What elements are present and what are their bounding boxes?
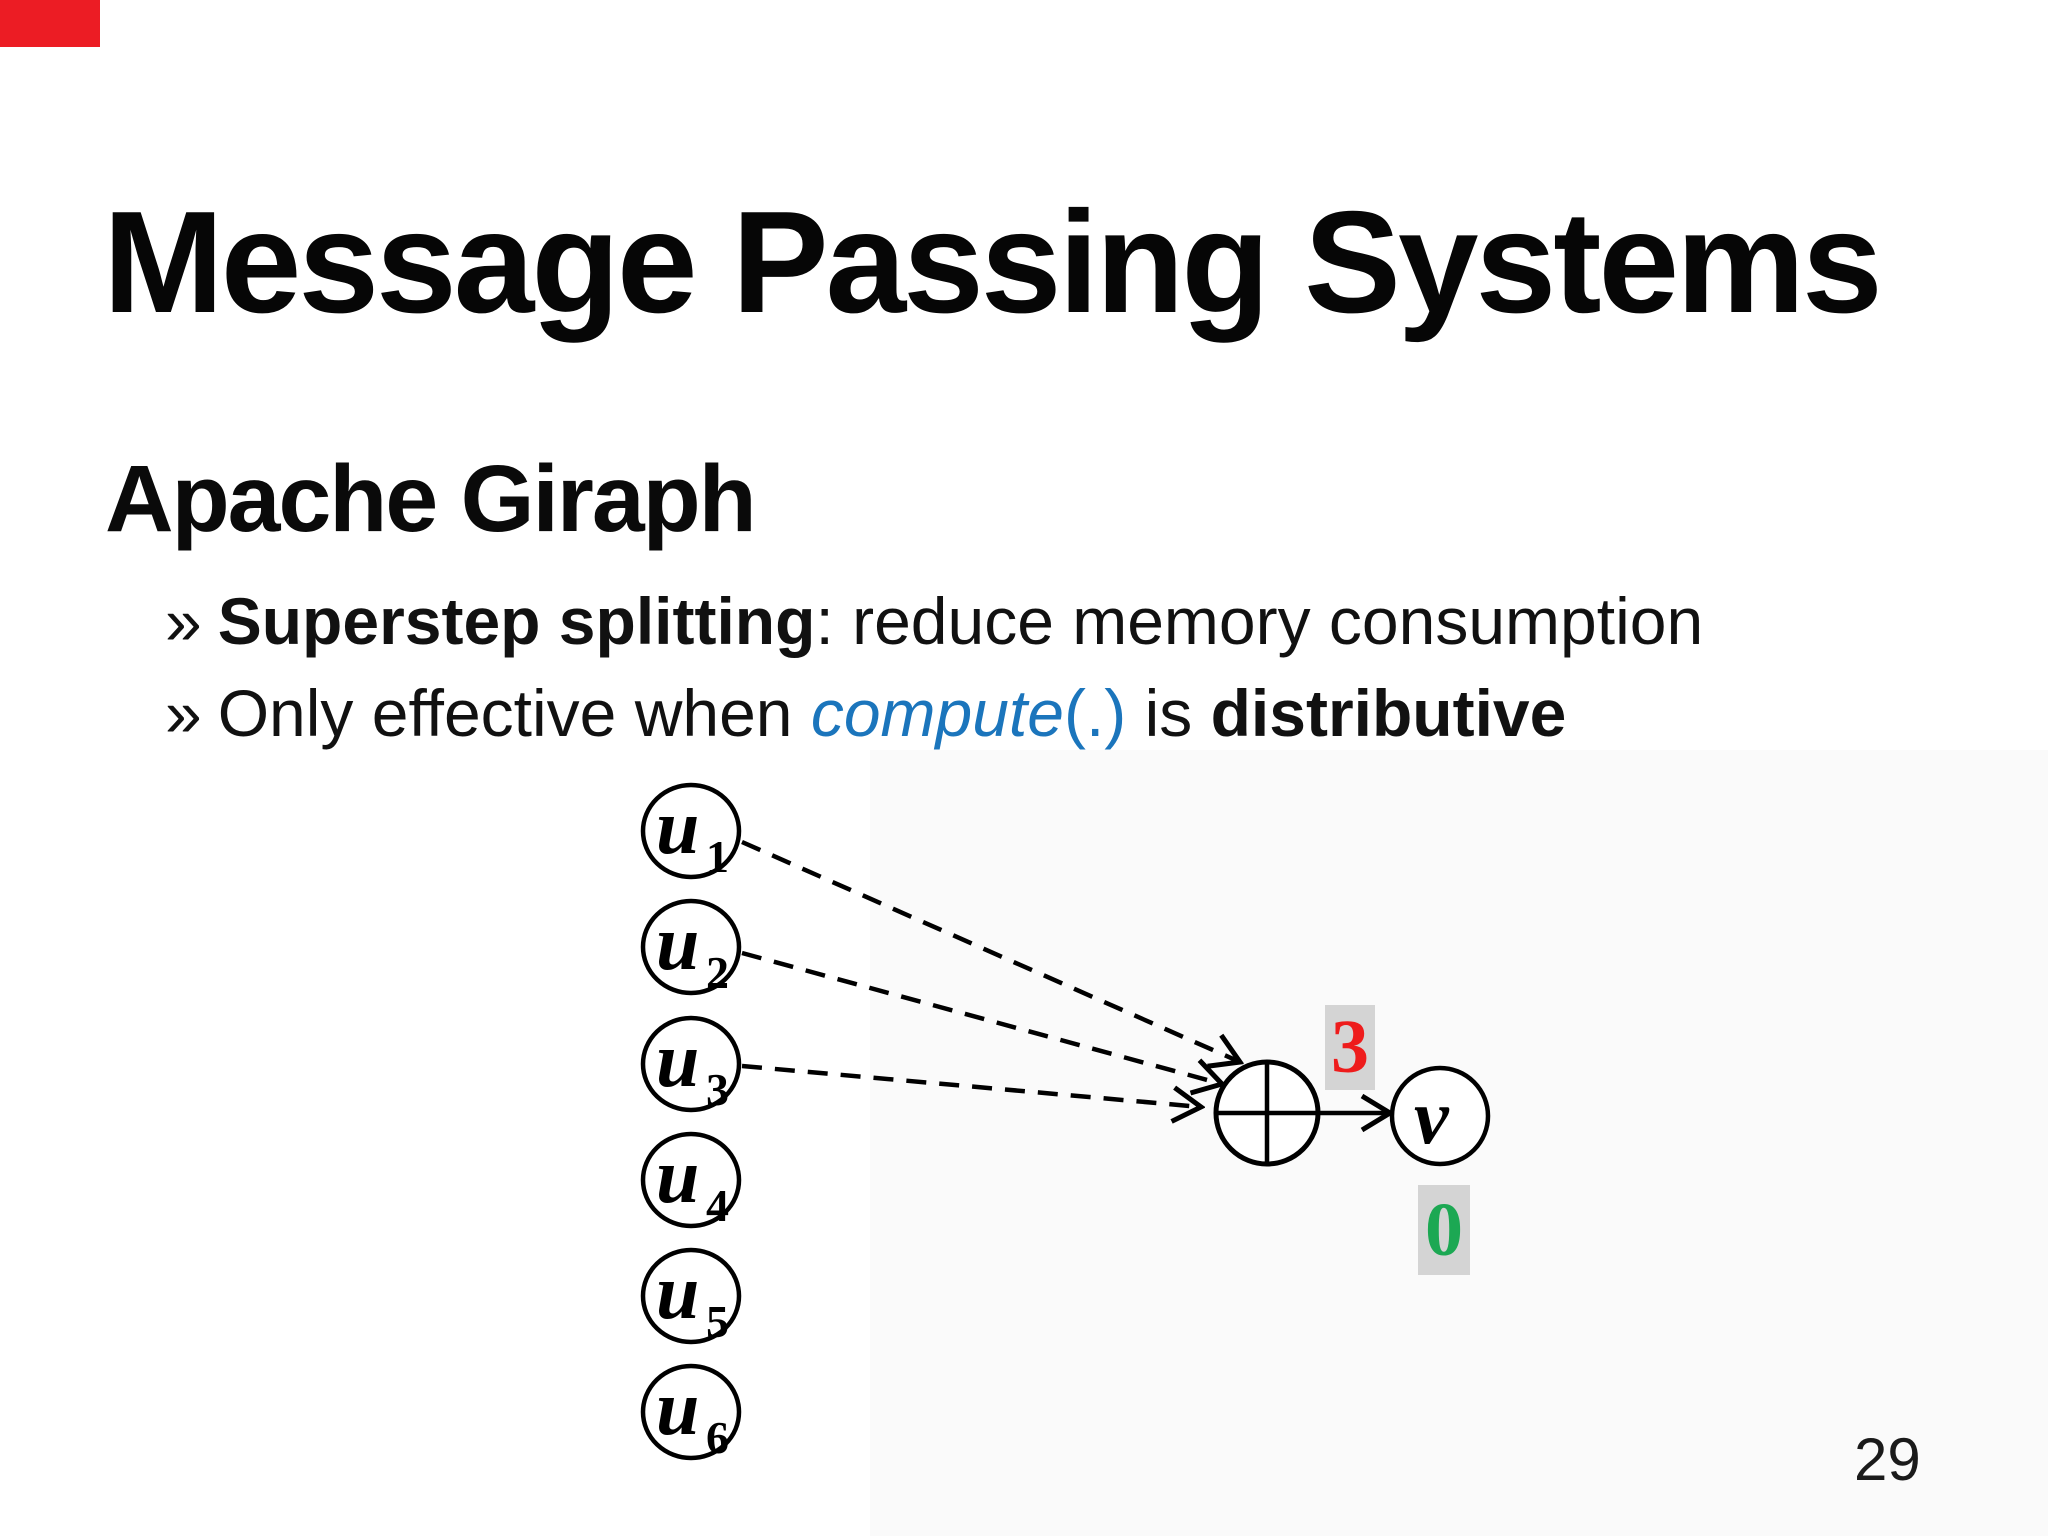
- svg-text:u: u: [656, 1132, 699, 1219]
- svg-text:6: 6: [706, 1412, 729, 1463]
- bullet-pre: Only effective when: [217, 676, 811, 750]
- node-u1: u 1: [640, 782, 742, 882]
- svg-text:3: 3: [1331, 1005, 1369, 1089]
- svg-text:3: 3: [706, 1064, 729, 1115]
- node-u6: u 6: [640, 1363, 742, 1463]
- compute-paren: (.): [1063, 676, 1127, 750]
- svg-text:2: 2: [706, 947, 729, 998]
- node-v: v: [1389, 1065, 1491, 1167]
- svg-text:5: 5: [706, 1296, 729, 1347]
- svg-text:v: v: [1414, 1073, 1450, 1160]
- bullet-end-bold: distributive: [1210, 676, 1567, 750]
- bullet-list: »Superstep splitting: reduce memory cons…: [165, 575, 1965, 759]
- dashed-message-arrow-u2: [741, 950, 1222, 1084]
- dashed-message-arrow-u1: [741, 839, 1240, 1062]
- svg-text:u: u: [656, 1364, 699, 1451]
- node-u4: u 4: [640, 1131, 742, 1231]
- bullet-superstep-splitting: »Superstep splitting: reduce memory cons…: [165, 575, 1965, 667]
- page-title: Message Passing Systems: [103, 181, 1883, 343]
- node-u2: u 2: [640, 898, 742, 998]
- dashed-message-arrow-u3: [741, 1063, 1201, 1107]
- bullet-only-effective: »Only effective when compute(.) is distr…: [165, 667, 1965, 759]
- bullet-lead-bold: Superstep splitting: [217, 584, 816, 658]
- svg-text:1: 1: [706, 831, 729, 882]
- bullet-rest: : reduce memory consumption: [815, 584, 1704, 658]
- svg-text:4: 4: [706, 1180, 729, 1231]
- svg-text:u: u: [656, 1248, 699, 1335]
- bullet-marker: »: [165, 584, 202, 658]
- svg-text:u: u: [656, 1016, 699, 1103]
- aggregator-plus-circle-icon: [1213, 1059, 1321, 1167]
- bullet-marker: »: [165, 676, 202, 750]
- sum-value-label: 3: [1325, 1005, 1375, 1090]
- node-u3: u 3: [640, 1015, 742, 1115]
- bullet-mid: is: [1126, 676, 1211, 750]
- page-number: 29: [1854, 1426, 1921, 1493]
- section-heading: Apache Giraph: [105, 446, 757, 552]
- svg-text:u: u: [656, 899, 699, 986]
- corner-red-block: [0, 0, 100, 47]
- initial-value-label: 0: [1418, 1185, 1470, 1275]
- svg-text:0: 0: [1425, 1188, 1463, 1272]
- svg-text:u: u: [656, 783, 699, 870]
- compute-keyword: compute: [810, 676, 1064, 750]
- node-u5: u 5: [640, 1247, 742, 1347]
